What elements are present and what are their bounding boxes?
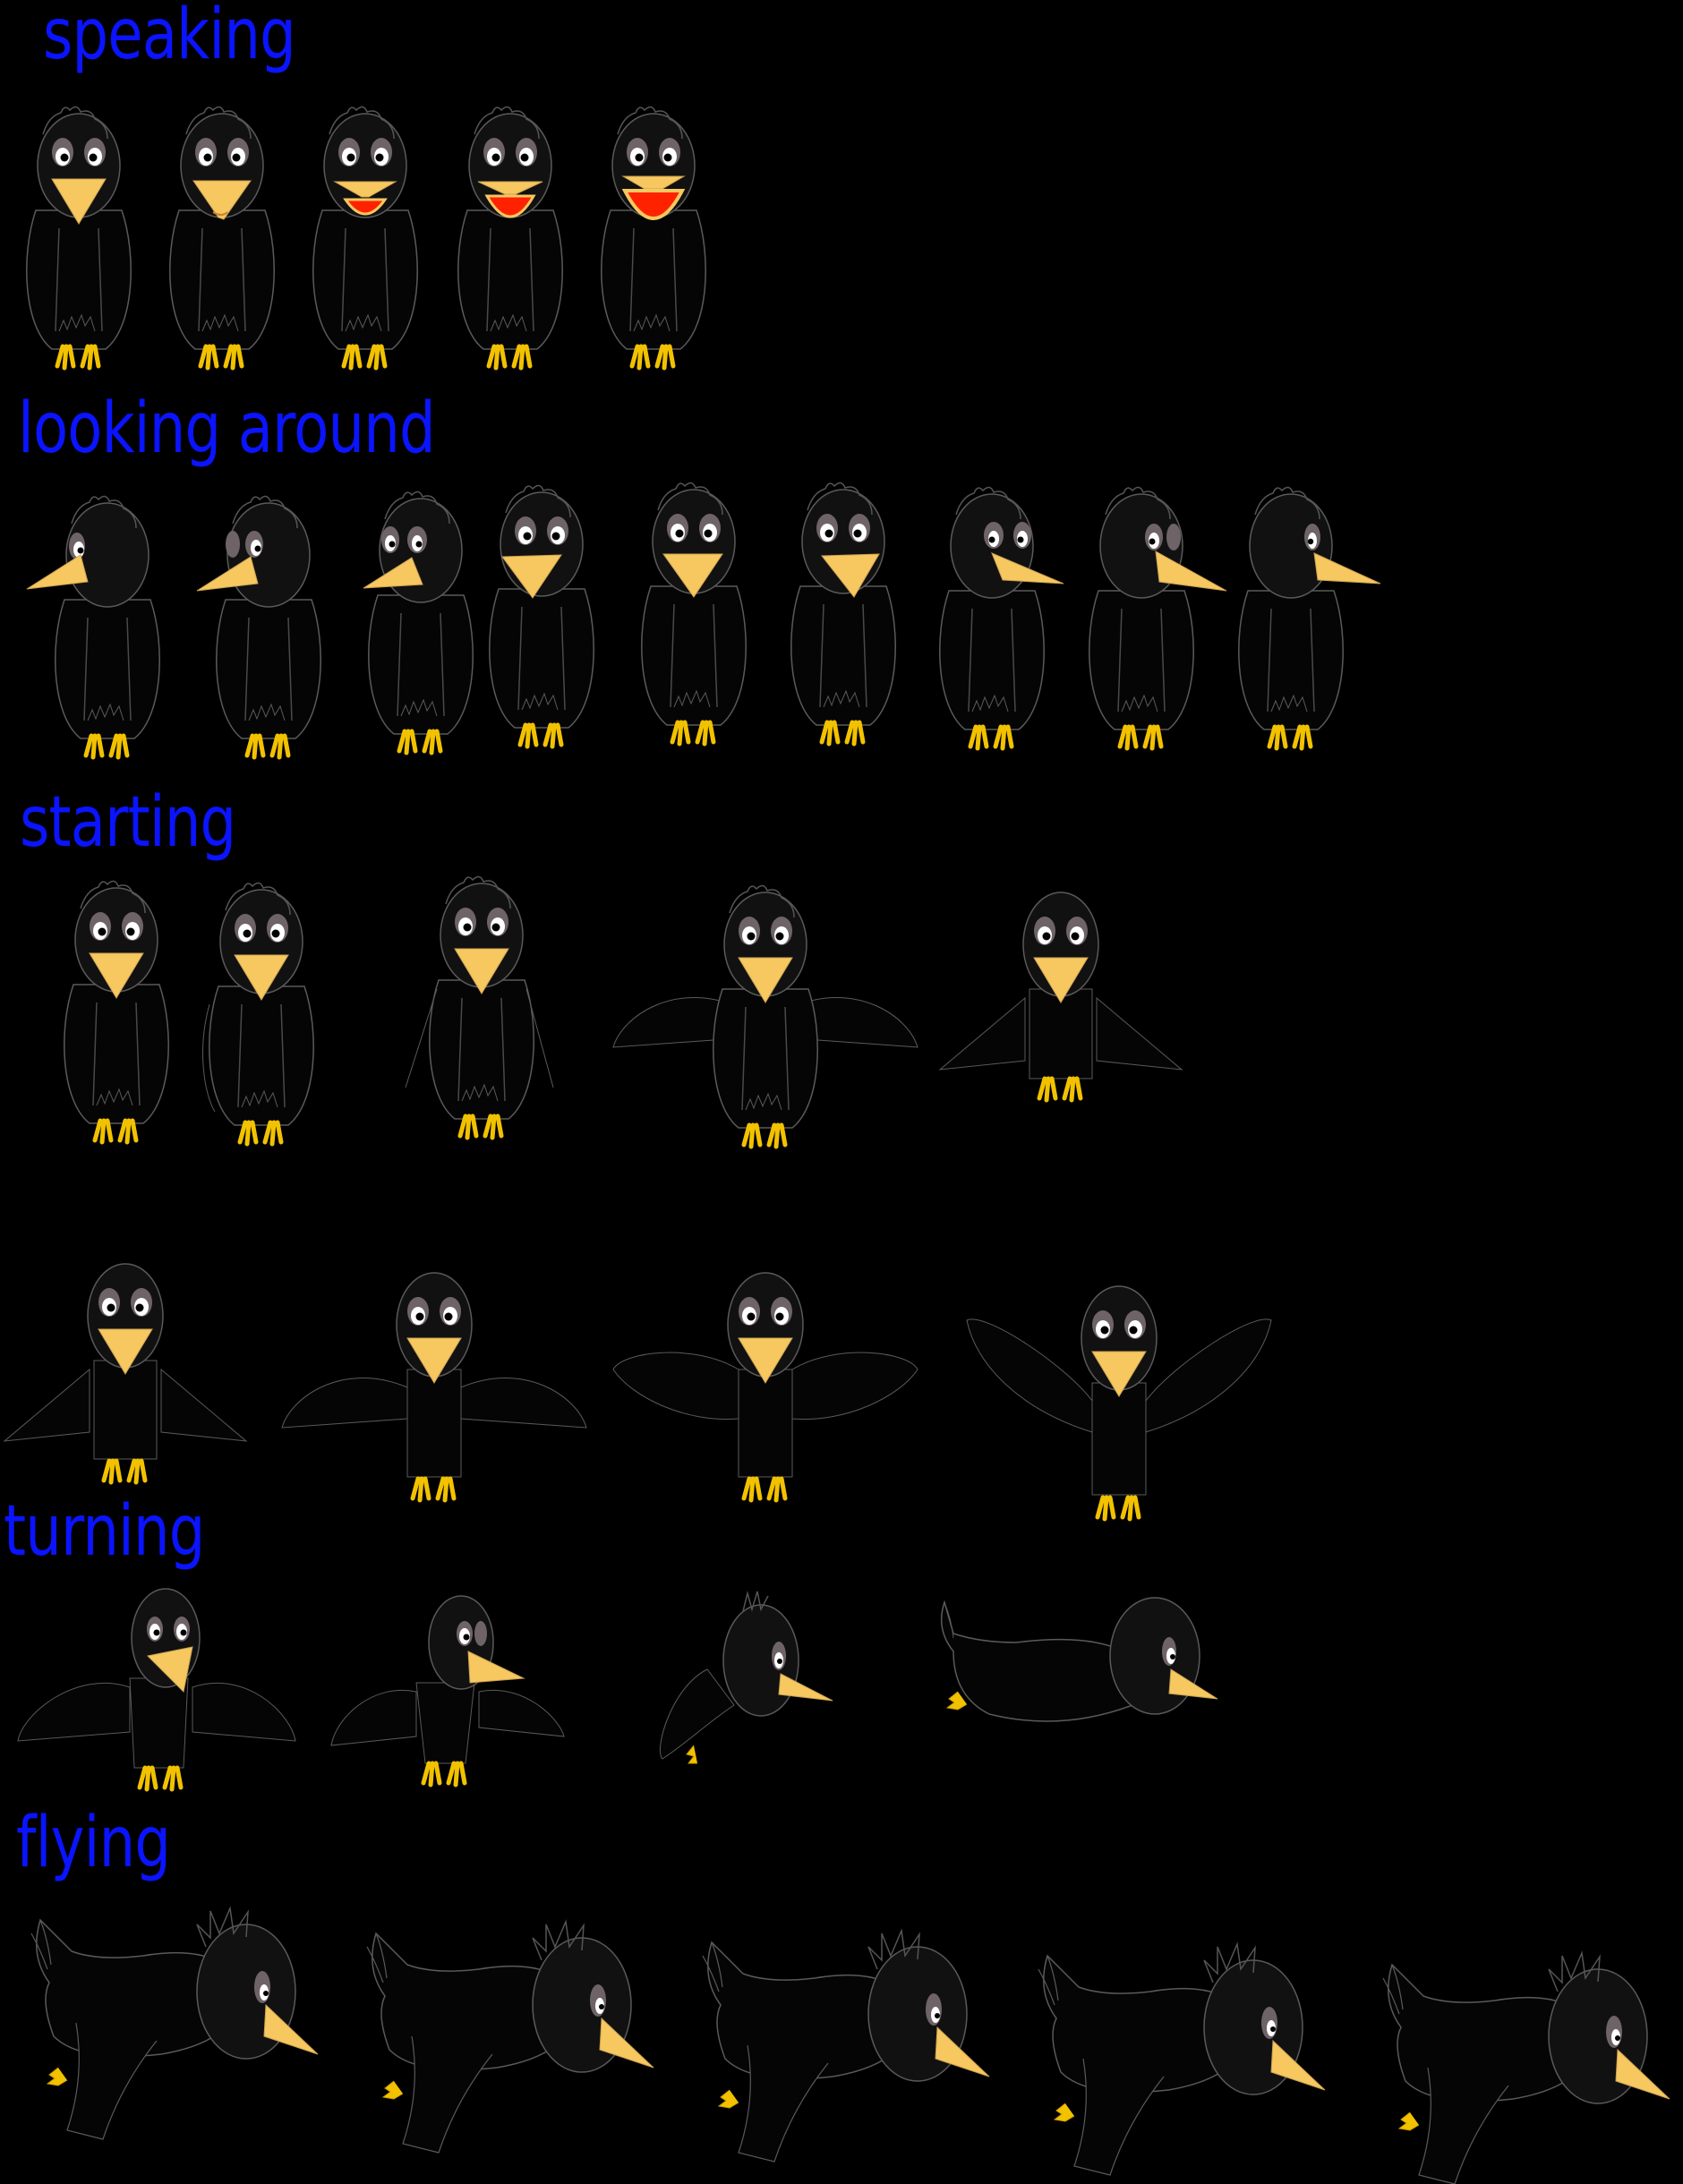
section-label-turning: turning — [4, 1491, 205, 1572]
starting-frame-8 — [609, 1262, 922, 1504]
turning-frame-1 — [13, 1580, 300, 1795]
flying-frame-4 — [1029, 1942, 1326, 2176]
starting-frame-6 — [0, 1253, 251, 1495]
speaking-frame-2 — [159, 103, 285, 371]
starting-frame-3 — [401, 873, 562, 1141]
speaking-frame-1 — [16, 103, 141, 371]
looking-frame-1 — [18, 492, 170, 761]
section-label-starting: starting — [20, 782, 236, 863]
flying-frame-1 — [22, 1907, 319, 2140]
starting-frame-9 — [962, 1275, 1276, 1517]
turning-frame-4 — [931, 1593, 1218, 1772]
looking-frame-6 — [781, 479, 906, 747]
section-label-speaking: speaking — [43, 0, 296, 75]
section-label-flying: flying — [16, 1803, 171, 1883]
starting-frame-2 — [199, 879, 324, 1147]
looking-frame-3 — [331, 488, 483, 756]
looking-frame-8 — [1079, 483, 1231, 752]
starting-frame-1 — [54, 877, 179, 1146]
looking-frame-5 — [631, 479, 756, 747]
speaking-frame-4 — [448, 103, 573, 371]
turning-frame-3 — [654, 1589, 868, 1786]
looking-frame-7 — [929, 483, 1081, 752]
speaking-frame-5 — [591, 103, 716, 371]
looking-frame-4 — [479, 482, 604, 750]
starting-frame-4 — [609, 882, 922, 1150]
flying-frame-3 — [694, 1929, 990, 2163]
flying-frame-2 — [358, 1920, 654, 2154]
section-label-looking-around: looking around — [18, 388, 436, 469]
starting-frame-7 — [278, 1262, 591, 1504]
flying-frame-5 — [1374, 1951, 1670, 2184]
looking-frame-9 — [1228, 483, 1381, 752]
looking-frame-2 — [179, 492, 331, 761]
turning-frame-2 — [327, 1584, 595, 1790]
speaking-frame-3 — [303, 103, 428, 371]
starting-frame-5 — [935, 882, 1186, 1123]
